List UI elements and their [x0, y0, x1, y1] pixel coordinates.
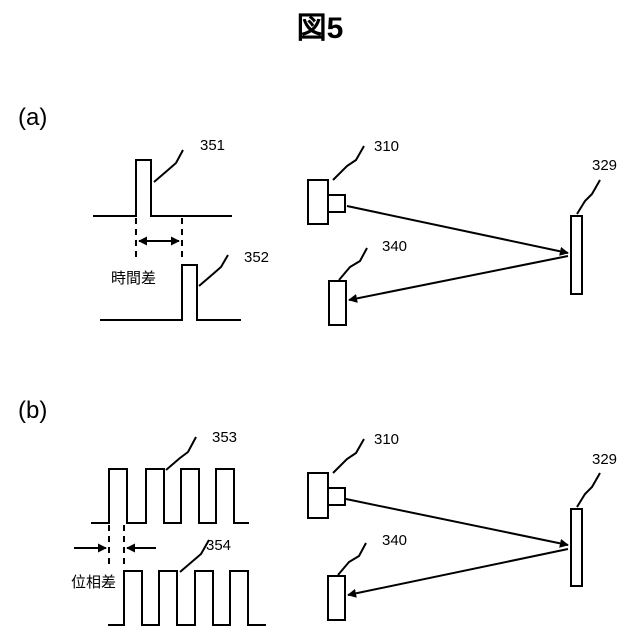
receiver-340-b — [328, 576, 345, 620]
ref-label-340-a: 340 — [382, 238, 407, 255]
emitter-310-lens — [328, 195, 345, 212]
ref-label-351: 351 — [200, 137, 225, 154]
ref-label-354: 354 — [206, 537, 231, 554]
reflected-beam-b — [348, 549, 568, 595]
ref-label-329-b: 329 — [592, 451, 617, 468]
reflected-beam-a — [349, 256, 568, 300]
target-329-b — [571, 509, 582, 586]
emitter-310-lens-b — [328, 488, 345, 505]
leader-line-329-b — [577, 473, 600, 507]
leader-line-340-b — [338, 543, 366, 575]
panel-a-label: (a) — [18, 104, 47, 131]
figure-title: 図5 — [297, 12, 344, 45]
emitted-beam-a — [347, 206, 568, 253]
target-329 — [571, 216, 582, 294]
time-difference-label: 時間差 — [111, 270, 156, 287]
ref-label-329-a: 329 — [592, 157, 617, 174]
emitter-310-body-b — [308, 473, 328, 518]
leader-line-353 — [166, 437, 196, 470]
pulse-signal-351 — [93, 160, 232, 216]
ref-label-310-b: 310 — [374, 431, 399, 448]
square-wave-353 — [91, 469, 249, 523]
emitted-beam-b — [346, 499, 568, 545]
ref-label-353: 353 — [212, 429, 237, 446]
ref-label-352: 352 — [244, 249, 269, 266]
emitter-310-body — [308, 180, 328, 224]
leader-line-310-a — [333, 146, 364, 180]
panel-b: (b) 353 354 位相差 310 340 329 — [18, 397, 617, 625]
leader-line-352 — [199, 255, 228, 286]
leader-line-351 — [154, 150, 183, 182]
leader-line-329-a — [577, 180, 600, 214]
ref-label-340-b: 340 — [382, 532, 407, 549]
ref-label-310-a: 310 — [374, 138, 399, 155]
leader-line-310-b — [333, 439, 364, 473]
phase-difference-label: 位相差 — [71, 574, 116, 591]
square-wave-354 — [108, 571, 266, 625]
receiver-340 — [329, 281, 346, 325]
leader-line-340-a — [339, 248, 367, 280]
panel-a: (a) 351 352 時間差 310 340 329 — [18, 104, 617, 325]
leader-line-354 — [180, 540, 209, 572]
panel-b-label: (b) — [18, 397, 47, 424]
